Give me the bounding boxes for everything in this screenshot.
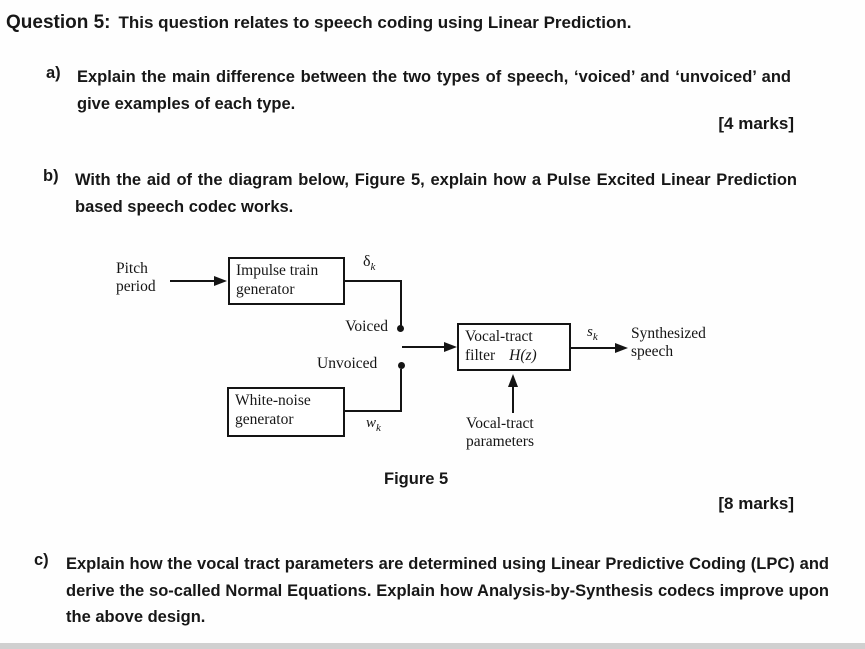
part-c-text: Explain how the vocal tract parameters a… — [66, 555, 829, 626]
pitch-arrow-line — [170, 280, 216, 282]
parameters-input-line — [512, 386, 514, 413]
vocal-tract-parameters-label: Vocal-tract parameters — [466, 415, 534, 450]
part-a-label: a) — [46, 64, 61, 82]
unvoiced-switch-contact-dot — [398, 362, 405, 369]
impulse-output-line-horizontal — [345, 280, 402, 282]
part-b-marks: [8 marks] — [718, 494, 794, 513]
voiced-switch-contact-dot — [397, 325, 404, 332]
synthesized-speech-label: Synthesized speech — [631, 325, 706, 360]
white-noise-generator-box: White-noise generator — [227, 387, 345, 437]
unvoiced-label: Unvoiced — [317, 355, 378, 372]
s-k-signal-label: sk — [587, 324, 598, 343]
part-c-label: c) — [34, 551, 49, 569]
parameters-arrowhead-icon — [508, 374, 518, 387]
question-intro: This question relates to speech coding u… — [118, 13, 632, 32]
question-number: Question 5: — [6, 12, 111, 33]
part-a-marks: [4 marks] — [718, 114, 794, 133]
part-a-text: Explain the main difference between the … — [77, 68, 791, 113]
figure-caption: Figure 5 — [384, 470, 449, 488]
part-b-label: b) — [43, 167, 59, 185]
synthesized-output-line — [571, 347, 615, 349]
noise-output-line-horizontal — [345, 410, 402, 412]
w-k-signal-label: wk — [366, 415, 381, 434]
impulse-output-line-vertical — [400, 280, 402, 326]
transfer-function-hz: H(z) — [509, 347, 537, 364]
synthesized-output-arrowhead-icon — [615, 343, 628, 353]
pitch-arrowhead-icon — [214, 276, 227, 286]
delta-k-signal-label: δk — [363, 253, 376, 274]
switch-output-arrowhead-icon — [444, 342, 457, 352]
pitch-period-label: Pitch period — [116, 260, 156, 295]
switch-output-line — [402, 346, 444, 348]
question-title: Question 5: This question relates to spe… — [6, 12, 631, 34]
part-b-text: With the aid of the diagram below, Figur… — [75, 171, 797, 216]
scan-edge-bar — [0, 643, 865, 649]
voiced-label: Voiced — [345, 318, 388, 335]
noise-output-line-vertical — [400, 369, 402, 411]
impulse-train-generator-box: Impulse train generator — [228, 257, 345, 305]
